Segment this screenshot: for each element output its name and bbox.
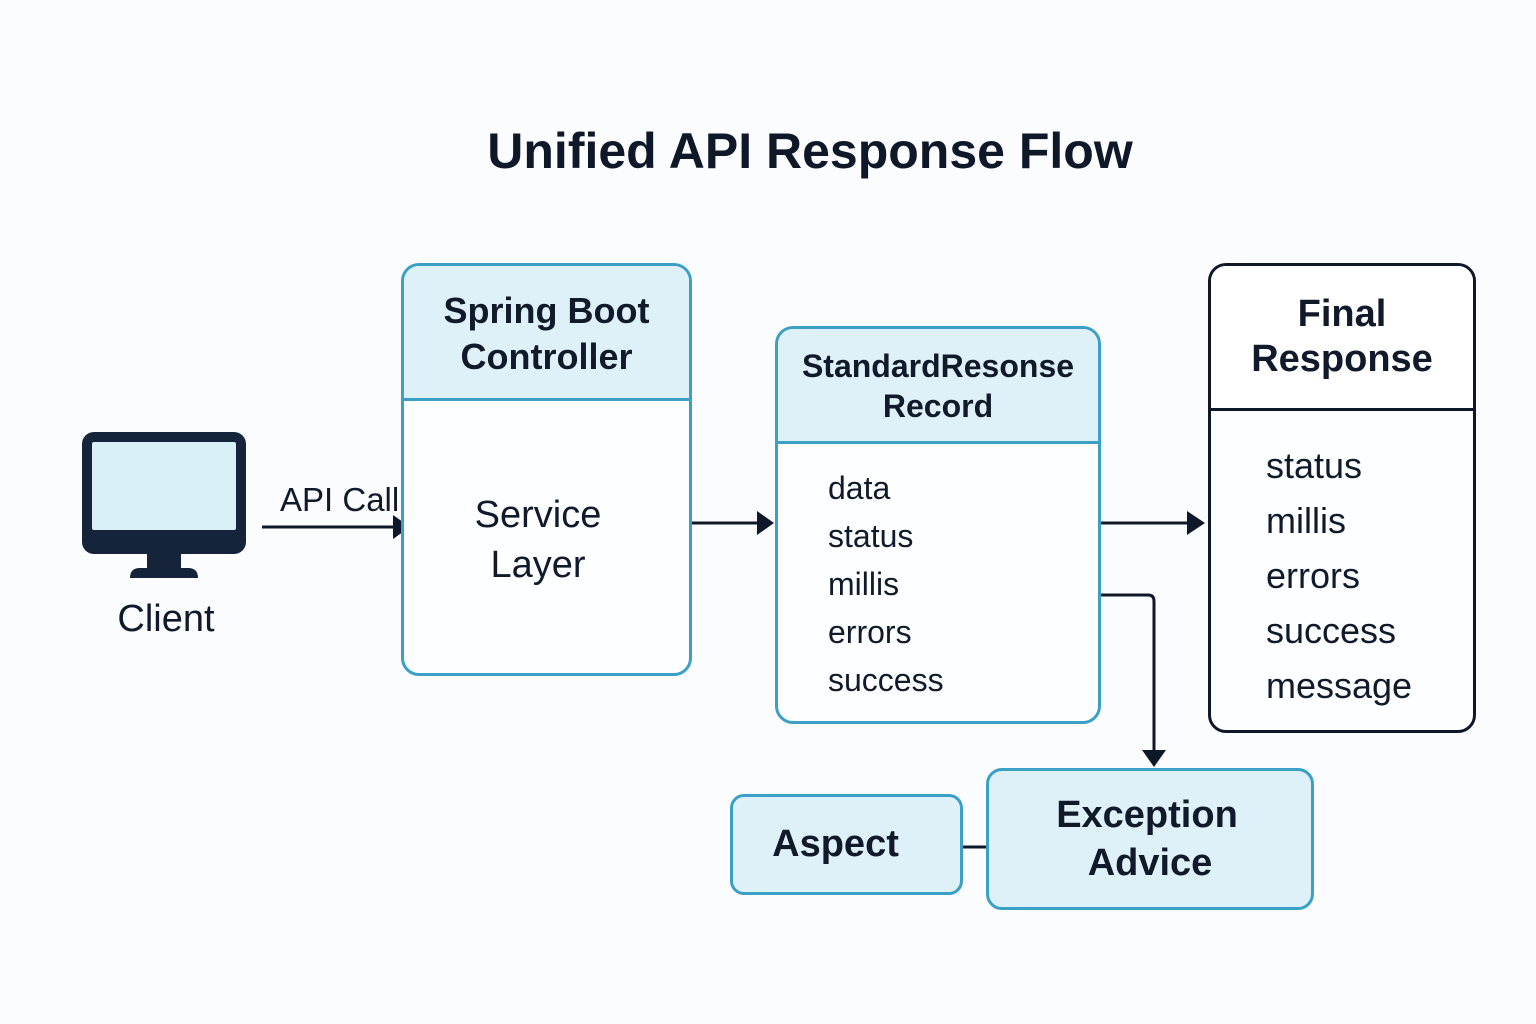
field-item: status [828,518,914,554]
final-response-title-line: Final [1297,293,1387,335]
standard-response-title-line: StandardResonse [801,348,1075,384]
service-layer-line: Service [474,494,602,536]
aspect-label: Aspect [772,823,899,865]
client-label: Client [117,598,215,640]
field-item: errors [1266,555,1361,596]
controller-box[interactable]: Spring Boot Controller Service Layer [401,263,692,676]
final-response-header: Final Response [1211,266,1473,411]
exception-advice-title-line: Advice [1087,842,1213,884]
field-item: success [828,662,944,698]
standard-response-box[interactable]: StandardResonse Record data status milli… [775,326,1101,724]
standard-response-title-line: Record [882,388,994,424]
final-response-box[interactable]: Final Response status millis errors succ… [1208,263,1476,733]
field-item: data [828,470,891,506]
final-response-title-line: Response [1251,338,1433,380]
controller-header: Spring Boot Controller [404,266,689,401]
field-item: millis [1266,500,1346,541]
controller-title-line: Spring Boot [443,290,650,331]
arrow-standard-response-to-final-response [1101,511,1205,535]
field-item: success [1266,610,1397,651]
field-item: millis [828,566,900,602]
diagram-title: Unified API Response Flow [487,123,1133,179]
service-layer-label: Service Layer [404,490,672,590]
aspect-box[interactable]: Aspect [730,794,963,895]
client-node[interactable]: Client [80,432,250,652]
exception-advice-box[interactable]: Exception Advice [986,768,1314,910]
field-item: errors [828,614,912,650]
arrow-controller-to-standard-response [692,511,774,535]
standard-response-header: StandardResonse Record [778,329,1098,444]
final-response-fields: status millis errors success message [1211,411,1473,713]
exception-advice-title-line: Exception [1056,794,1238,836]
service-layer-line: Layer [490,544,586,586]
api-call-label: API Call [280,481,400,518]
controller-title-line: Controller [460,336,633,377]
field-item: status [1266,445,1363,486]
standard-response-fields: data status millis errors success [778,444,1098,704]
field-item: message [1266,665,1413,706]
monitor-icon [82,432,246,578]
arrow-standard-response-to-exception-advice [1101,593,1166,767]
